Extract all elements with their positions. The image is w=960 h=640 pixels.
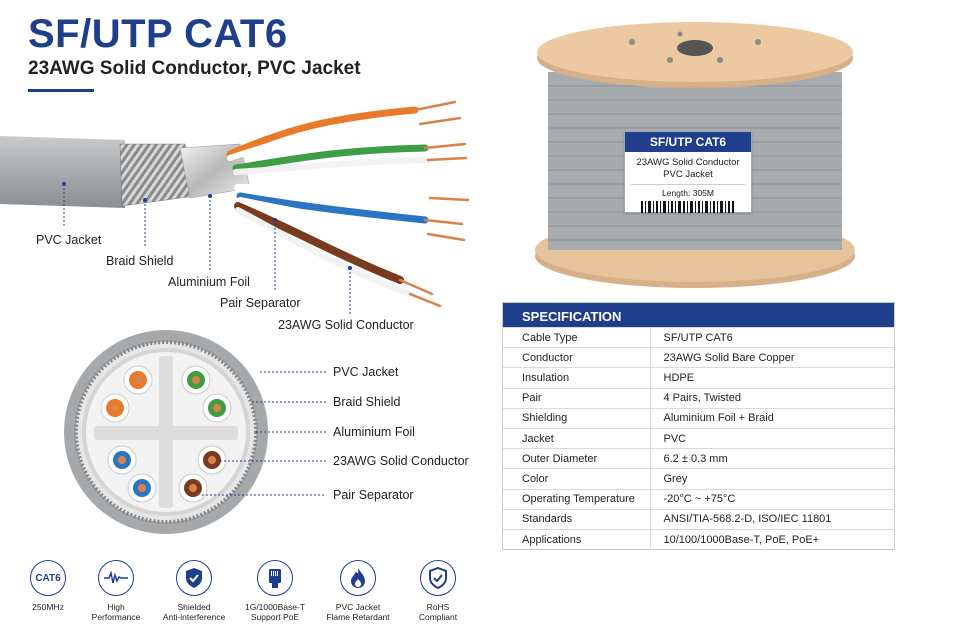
spec-value: 6.2 ± 0.3 mm (650, 448, 894, 469)
page-title: SF/UTP CAT6 (28, 12, 288, 56)
cable-illustration (0, 100, 470, 314)
feature-line1: 1G/1000Base-T (244, 602, 305, 612)
feature-line2: Flame Retardant (326, 612, 390, 622)
xsec-aluminium-foil: Aluminium Foil (333, 425, 415, 439)
feature-bandwidth: CAT6 250MHz (8, 560, 88, 612)
spec-key: Operating Temperature (503, 488, 651, 510)
waveform-icon (98, 560, 134, 596)
spec-key: Jacket (503, 427, 651, 449)
feature-line1: 250MHz (32, 602, 64, 612)
callout-braid-shield: Braid Shield (106, 254, 174, 268)
flame-shield-icon (340, 560, 376, 596)
feature-line1: PVC Jacket (335, 602, 381, 612)
shield-check-icon (176, 560, 212, 596)
spec-key: Standards (503, 508, 651, 530)
feature-line2: Compliant (418, 612, 458, 622)
spool-label-heading: SF/UTP CAT6 (625, 132, 751, 152)
specification-heading: SPECIFICATION (503, 303, 894, 327)
spec-value: PVC (650, 427, 894, 449)
spec-value: SF/UTP CAT6 (650, 326, 894, 348)
xsec-solid-conductor: 23AWG Solid Conductor (333, 454, 469, 468)
callout-solid-conductor: 23AWG Solid Conductor (278, 318, 414, 332)
spec-value: Aluminium Foil + Braid (650, 407, 894, 429)
page-subtitle: 23AWG Solid Conductor, PVC Jacket (28, 58, 361, 79)
spool-label-line1: 23AWG Solid Conductor (636, 157, 740, 168)
spec-key: Cable Type (503, 326, 651, 348)
spec-value: 23AWG Solid Bare Copper (650, 347, 894, 368)
copper-conductors (398, 100, 470, 308)
spec-value: 10/100/1000Base-T, PoE, PoE+ (650, 528, 894, 550)
spec-value: Grey (650, 468, 894, 489)
callout-aluminium-foil: Aluminium Foil (168, 275, 250, 289)
feature-line2: Performance (91, 612, 141, 622)
spec-value: ANSI/TIA-568.2-D, ISO/IEC 11801 (650, 508, 894, 530)
spec-key: Conductor (503, 347, 651, 368)
cat6-badge-text: CAT6 (35, 572, 61, 584)
spec-key: Pair (503, 387, 651, 409)
feature-line1: Shielded (177, 602, 211, 612)
cable-jacket (0, 136, 125, 208)
table-row: Operating Temperature-20°C ~ +75°C (503, 488, 894, 510)
spec-value: 4 Pairs, Twisted (650, 387, 894, 409)
spool-label-length: Length: 305M (662, 188, 714, 198)
twisted-pairs (226, 106, 434, 297)
xsec-pvc-jacket: PVC Jacket (333, 365, 399, 379)
spool-label-line2: PVC Jacket (663, 169, 713, 180)
rohs-shield-icon (420, 560, 456, 596)
spec-value: HDPE (650, 367, 894, 389)
spec-key: Applications (503, 528, 651, 550)
feature-line2: Support PoE (250, 612, 300, 622)
spec-key: Outer Diameter (503, 448, 651, 469)
cable-cross-section (64, 330, 268, 534)
spec-key: Insulation (503, 367, 651, 389)
xsec-pair-separator: Pair Separator (333, 488, 414, 502)
spec-value: -20°C ~ +75°C (650, 488, 894, 510)
xsec-braid-shield: Braid Shield (333, 395, 401, 409)
callout-pair-separator: Pair Separator (220, 296, 301, 310)
cross-pairs (100, 365, 232, 503)
spool-label: SF/UTP CAT6 23AWG Solid Conductor PVC Ja… (624, 131, 752, 213)
spec-key: Shielding (503, 407, 651, 429)
spec-key: Color (503, 468, 651, 489)
feature-line1: High (107, 602, 125, 612)
rj45-plug-icon (257, 560, 293, 596)
cross-leader-lines (202, 371, 326, 496)
cat6-badge-icon: CAT6 (30, 560, 66, 596)
callout-pvc-jacket: PVC Jacket (36, 233, 102, 247)
barcode-icon (641, 201, 734, 213)
feature-line2: Anti-interference (162, 612, 226, 622)
title-underline (28, 89, 94, 92)
feature-line1: RoHS (426, 602, 450, 612)
